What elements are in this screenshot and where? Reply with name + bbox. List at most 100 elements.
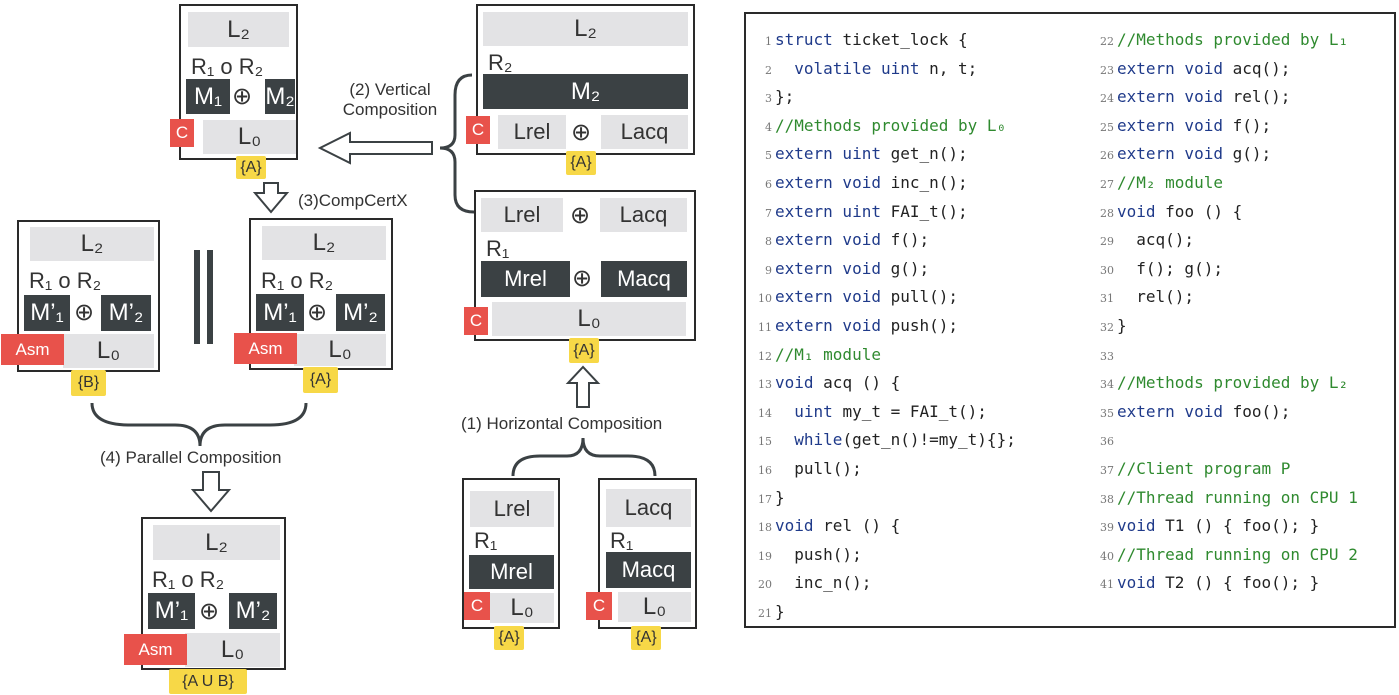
module-m2: M₂: [483, 74, 688, 109]
module-m1-prime: M’₁: [148, 593, 195, 629]
code-text: g();: [1232, 144, 1272, 164]
line-number: 23: [1100, 63, 1114, 77]
layer-top: L₂: [153, 525, 280, 560]
assumption-tag: {A}: [569, 338, 599, 363]
layer-top: L₂: [188, 12, 289, 47]
module-m2-prime: M’₂: [101, 295, 151, 331]
module-m2: M₂: [265, 79, 295, 114]
code-line: 40//Thread running on CPU 2: [1092, 545, 1358, 567]
assumption-tag: {A}: [566, 151, 596, 175]
refinement-label: R₁ o R₂: [29, 268, 102, 293]
oplus-symbol: ⊕: [572, 265, 593, 292]
code-comment: //Methods provided by L₂: [1117, 373, 1349, 393]
code-text: n, t;: [929, 58, 978, 78]
code-line: 29 acq();: [1092, 230, 1194, 252]
layer-top: L₂: [30, 227, 154, 261]
module-m1-prime: M’₁: [24, 295, 70, 331]
code-keyword: struct: [775, 30, 843, 49]
module-macq: Macq: [601, 261, 687, 297]
line-number: 22: [1100, 35, 1114, 48]
line-number: 14: [758, 406, 772, 420]
layer-top: L₂: [483, 12, 688, 46]
line-number: 41: [1100, 578, 1114, 592]
assumption-tag: {A}: [303, 367, 338, 393]
code-comment: //Thread running on CPU 2: [1117, 544, 1358, 564]
layer-lrel: Lrel: [498, 115, 566, 149]
line-number: 34: [1100, 378, 1114, 392]
line-number: 24: [1100, 92, 1114, 106]
code-text: foo () {: [1165, 201, 1243, 221]
code-comment: //Client program P: [1117, 459, 1291, 478]
code-keyword: extern uint: [775, 201, 891, 221]
compiler-tag: C: [586, 592, 612, 620]
code-text: FAI_t();: [890, 201, 968, 221]
code-text: }: [1117, 316, 1127, 335]
compiler-tag: C: [466, 116, 490, 144]
assumption-tag: {A}: [236, 156, 266, 179]
vertical-label-line1: (2) Vertical: [349, 80, 431, 99]
code-line: 30 f(); g();: [1092, 259, 1223, 281]
line-number: 33: [1100, 349, 1114, 363]
line-number: 25: [1100, 120, 1114, 134]
code-keyword: uint: [794, 401, 843, 421]
code-text: g();: [890, 258, 930, 278]
code-line: 16 pull();: [750, 459, 862, 481]
refinement-label: R₁ o R₂: [261, 268, 334, 293]
code-line: 3};: [750, 87, 794, 109]
code-keyword: extern void: [775, 258, 891, 278]
line-number: 35: [1100, 406, 1114, 420]
refinement-label: R₁: [486, 236, 510, 261]
assumption-tag: {A U B}: [169, 669, 247, 694]
line-number: 20: [758, 578, 772, 592]
compiler-tag: C: [464, 592, 490, 620]
code-text: f(); g();: [1117, 258, 1223, 278]
box-top-left: L₂ R₁ o R₂ M₁ ⊕ M₂ L₀: [179, 4, 298, 160]
code-text: ticket_lock {: [842, 30, 968, 49]
code-text: }: [775, 487, 785, 507]
line-number: 1: [765, 35, 772, 48]
code-text: acq();: [1232, 58, 1291, 78]
code-keyword: extern void: [1117, 87, 1233, 107]
code-keyword: void: [775, 516, 824, 536]
code-text: acq();: [1117, 230, 1195, 250]
line-number: 36: [1100, 435, 1114, 449]
composition-diagram: L₂ R₁ o R₂ M₁ ⊕ M₂ L₀ C {A} L₂ R₂ M₂ Lre…: [1, 4, 697, 694]
asm-tag: Asm: [1, 334, 64, 365]
code-text: };: [775, 87, 795, 107]
code-text: acq () {: [823, 373, 901, 393]
code-text: f();: [890, 230, 930, 250]
code-keyword: while: [794, 430, 843, 450]
asm-tag: Asm: [234, 333, 297, 364]
line-number: 11: [758, 321, 772, 334]
code-text: [775, 59, 794, 78]
code-keyword: extern void: [775, 230, 891, 250]
line-number: 40: [1100, 549, 1114, 563]
box-top-right: L₂ R₂ M₂ Lrel ⊕ Lacq: [476, 4, 695, 155]
refinement-label: R₁ o R₂: [191, 54, 264, 79]
parallel-composition-label: (4) Parallel Composition: [100, 448, 282, 467]
line-number: 17: [758, 492, 772, 506]
code-text: }: [775, 602, 785, 621]
code-text: pull();: [775, 459, 862, 478]
horizontal-bracket: [511, 437, 657, 477]
parallel-bracket: [90, 402, 308, 447]
line-number: 6: [765, 178, 772, 191]
parallel-bar-left: [194, 250, 200, 344]
code-text: push();: [890, 316, 959, 335]
line-number: 7: [765, 206, 772, 220]
code-line: 12//M₁ module: [750, 345, 881, 367]
code-text: f();: [1232, 115, 1272, 135]
line-number: 18: [758, 521, 772, 535]
code-line: 37//Client program P: [1092, 459, 1290, 481]
code-line: 20 inc_n();: [750, 573, 871, 595]
code-comment: //Methods provided by L₀: [775, 115, 1007, 135]
line-number: 19: [758, 549, 772, 563]
line-number: 12: [758, 349, 772, 363]
